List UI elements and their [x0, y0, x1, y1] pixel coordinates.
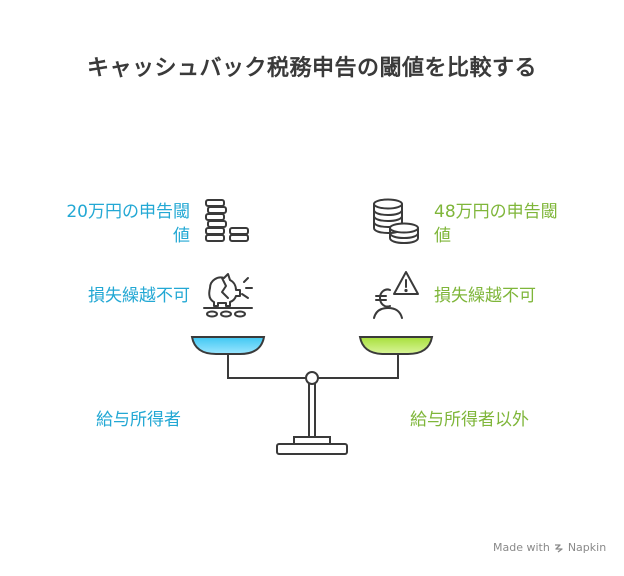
right-threshold-label: 48万円の申告閾 値: [434, 200, 604, 248]
left-threshold-line-2: 値: [173, 226, 190, 246]
right-scale-pan: [358, 336, 434, 355]
right-loss-label: 損失繰越不可: [434, 286, 536, 306]
left-threshold-line-1: 20万円の申告閾: [66, 202, 190, 222]
left-threshold-label: 20万円の申告閾 値: [20, 200, 190, 248]
coin-stack-icon: [373, 198, 419, 245]
right-threshold-line-1: 48万円の申告閾: [434, 202, 558, 222]
scale-stand: [276, 371, 348, 455]
broken-piggy-bank-icon: [203, 273, 253, 318]
page-title: キャッシュバック税務申告の閾値を比較する: [86, 56, 537, 81]
stacked-coins-icon: [205, 199, 249, 242]
left-loss-label: 損失繰越不可: [88, 286, 190, 306]
euro-warning-icon: [373, 271, 419, 319]
made-with-text: Made with: [493, 541, 550, 554]
left-scale-pan: [190, 336, 266, 355]
napkin-logo-icon: [554, 543, 563, 553]
napkin-brand-text: Napkin: [567, 541, 607, 554]
right-income-label: 給与所得者以外: [410, 410, 529, 430]
left-income-label: 給与所得者: [96, 410, 181, 430]
footer-attribution: Made with Napkin: [493, 541, 606, 554]
right-threshold-line-2: 値: [434, 226, 451, 246]
